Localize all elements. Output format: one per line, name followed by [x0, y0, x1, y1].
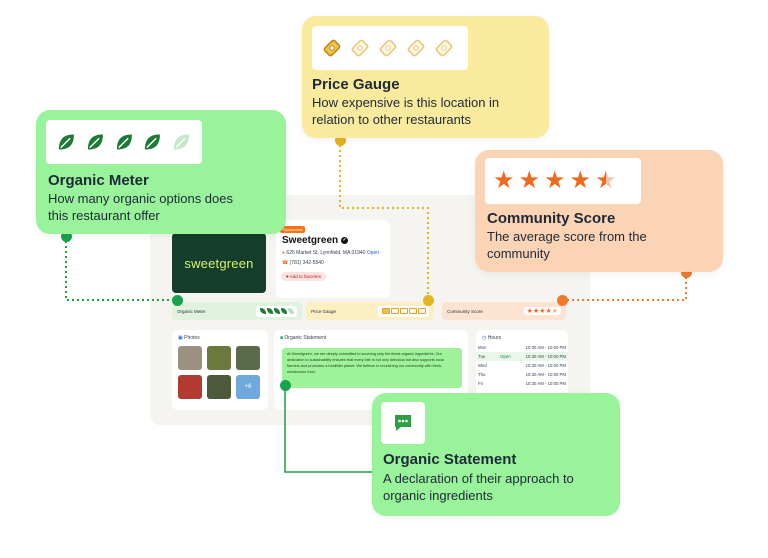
leaf-icon [281, 307, 287, 314]
organic-meter-row: Organic Meter [172, 302, 302, 320]
photo-thumbnail[interactable] [207, 346, 231, 370]
community-score-anchor [681, 267, 692, 278]
restaurant-info-card [276, 220, 390, 298]
price-tag-icon [435, 39, 453, 57]
leaf-icon [58, 134, 74, 150]
organic-statement-text: At Sweetgreen, we are deeply committed t… [282, 348, 462, 388]
community-score-title: Community Score [487, 210, 616, 227]
leaf-icon [267, 307, 273, 314]
organic-statement-connector [284, 384, 372, 473]
organic-meter-mini [256, 305, 297, 317]
price-tag-icon [379, 39, 397, 57]
location-pin-icon: ● [282, 250, 286, 256]
star-icon: ★ [539, 308, 546, 315]
restaurant-name: Sweetgreen✓ [282, 235, 349, 246]
star-icon: ★ [532, 308, 540, 315]
leaf-icon [288, 307, 294, 314]
organic-meter-connector [65, 236, 177, 301]
leaf-icon [174, 134, 190, 150]
price-tag-icon [323, 39, 341, 57]
price-tag-icon [418, 307, 426, 314]
price-tag-icon [400, 307, 408, 314]
photos-panel: ▣ Photos +6 [172, 330, 268, 410]
phone-line: ☎ (781) 342-5540 [282, 260, 324, 266]
star-icon: ★ [518, 167, 541, 194]
price-tag-icon [391, 307, 399, 314]
add-to-favorites-button[interactable]: ♥ Add to favorites [281, 272, 326, 281]
photo-thumbnail[interactable] [178, 375, 202, 399]
community-score-anchor [557, 295, 568, 306]
star-icon: ★ [544, 167, 566, 194]
leaf-icon [274, 307, 280, 314]
star-half-icon: ★ [595, 167, 617, 194]
clock-icon: ◷ [482, 335, 487, 341]
organic-meter-anchor [61, 231, 72, 242]
more-photos-button[interactable]: +6 [236, 375, 260, 399]
price-gauge-mini [378, 305, 429, 317]
organic-meter-title: Organic Meter [48, 172, 149, 189]
community-score-row: Community Score ★★★★★ [442, 302, 566, 320]
restaurant-logo: sweetgreen [172, 233, 266, 293]
heart-icon: ♥ [286, 274, 289, 279]
community-score-callout: ★★★★★ Community Score The average score … [475, 150, 723, 272]
price-tag-icon [382, 307, 390, 314]
community-score-mini: ★★★★★ [523, 307, 561, 315]
chat-bubble-icon [395, 415, 411, 431]
leaf-icon [145, 134, 161, 150]
price-gauge-row: Price Gauge [306, 302, 434, 320]
photo-thumbnail[interactable] [236, 346, 260, 370]
photo-thumbnail[interactable] [178, 346, 202, 370]
phone-icon: ☎ [282, 260, 289, 266]
price-gauge-callout: Price Gauge How expensive is this locati… [302, 16, 549, 138]
price-gauge-connector [339, 140, 429, 300]
star-icon: ★ [493, 167, 515, 194]
organic-meter-leaves [46, 120, 202, 164]
star-icon: ★ [526, 308, 533, 315]
sponsored-badge: Sponsored [280, 226, 306, 233]
leaf-icon [116, 134, 132, 150]
photos-icon: ▣ [178, 335, 183, 341]
organic-statement-anchor [280, 380, 291, 391]
price-gauge-anchor [423, 295, 434, 306]
price-tag-icon [409, 307, 417, 314]
price-gauge-tags [312, 26, 468, 70]
chat-bubble-icon: ■ [280, 335, 284, 341]
organic-meter-callout: Organic Meter How many organic options d… [36, 110, 286, 234]
leaf-icon [260, 307, 266, 314]
photo-thumbnail[interactable] [207, 375, 231, 399]
organic-meter-anchor [172, 295, 183, 306]
star-icon: ★ [569, 167, 592, 194]
organic-statement-callout: Organic Statement A declaration of their… [372, 393, 620, 516]
community-score-stars: ★★★★★ [485, 158, 641, 204]
price-tag-icon [351, 39, 369, 57]
price-gauge-title: Price Gauge [312, 76, 400, 93]
organic-statement-icon-box [381, 402, 425, 444]
address-line: ● 625 Market St, Lynnfield, MA 01940 Ope… [282, 250, 380, 256]
organic-statement-title: Organic Statement [383, 451, 517, 468]
verified-check-icon: ✓ [341, 237, 349, 244]
leaf-icon [87, 134, 103, 150]
community-score-connector [562, 272, 687, 301]
star-icon: ★ [551, 308, 558, 315]
price-tag-icon [407, 39, 425, 57]
star-icon: ★ [545, 308, 552, 315]
price-gauge-anchor [335, 135, 346, 146]
